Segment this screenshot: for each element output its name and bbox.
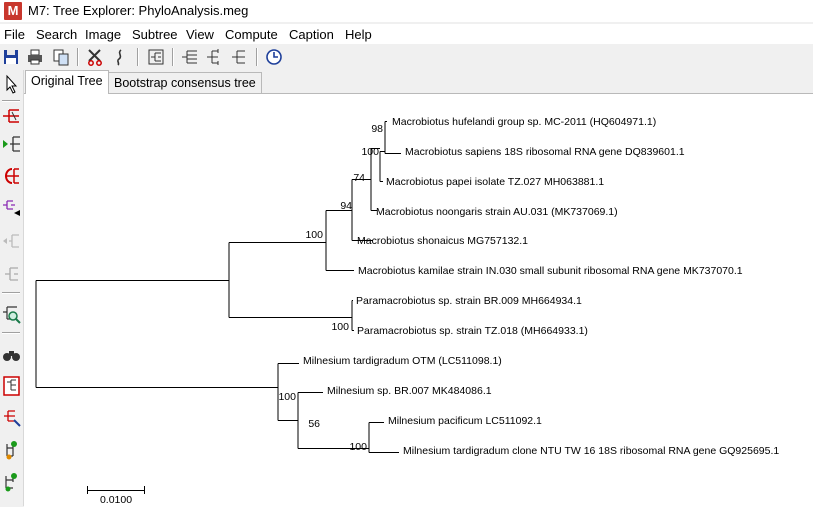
taxon-label[interactable]: Paramacrobiotus sp. strain BR.009 MH6649… xyxy=(356,295,582,307)
taxon-label[interactable]: Milnesium pacificum LC511092.1 xyxy=(388,415,542,427)
macro-98-branch xyxy=(384,121,401,154)
toolbar-separator xyxy=(256,48,258,66)
binoculars-icon[interactable] xyxy=(1,343,22,367)
tab-original-tree[interactable]: Original Tree xyxy=(25,70,109,94)
taxon-label[interactable]: Macrobiotus papei isolate TZ.027 MH06388… xyxy=(386,176,604,188)
bootstrap-value: 100 xyxy=(305,229,323,241)
print-icon[interactable] xyxy=(25,47,45,67)
taxon-label[interactable]: Macrobiotus hufelandi group sp. MC-2011 … xyxy=(392,116,656,128)
cursor-icon[interactable] xyxy=(1,72,22,96)
taxon-label[interactable]: Milnesium tardigradum clone NTU TW 16 18… xyxy=(403,445,779,457)
menu-search[interactable]: Search xyxy=(36,27,78,42)
bootstrap-value: 100 xyxy=(278,391,296,403)
bootstrap-value: 100 xyxy=(361,146,379,158)
macro-para-branch xyxy=(228,242,352,318)
macro-74-branch xyxy=(370,148,380,211)
menu-compute[interactable]: Compute xyxy=(225,27,278,42)
left-toolbar-separator xyxy=(2,100,20,102)
taxon-label[interactable]: Milnesium tardigradum OTM (LC511098.1) xyxy=(303,355,502,367)
left-toolbar xyxy=(0,70,24,506)
toolbar-separator xyxy=(172,48,174,66)
taxon-label[interactable]: Macrobiotus sapiens 18S ribosomal RNA ge… xyxy=(405,146,685,158)
branch-style-icon[interactable] xyxy=(1,470,22,494)
search-tree-icon[interactable] xyxy=(1,303,22,327)
cut-icon[interactable] xyxy=(85,47,105,67)
macro-94-branch xyxy=(351,179,373,241)
taxon-label[interactable]: Milnesium sp. BR.007 MK484086.1 xyxy=(327,385,492,397)
bootstrap-value: 74 xyxy=(353,172,365,184)
scale-bar-label: 0.0100 xyxy=(100,494,132,506)
flip-subtree-icon[interactable] xyxy=(1,104,22,128)
phylogenetic-tree[interactable]: Macrobiotus hufelandi group sp. MC-2011 … xyxy=(24,94,813,507)
tree-layout-icon[interactable] xyxy=(146,47,166,67)
tree-layout-disabled-icon[interactable] xyxy=(230,47,250,67)
bootstrap-values: 98 100 74 94 100 100 100 56 100 xyxy=(278,123,383,453)
menu-file[interactable]: File xyxy=(4,27,25,42)
taxon-label[interactable]: Macrobiotus kamilae strain IN.030 small … xyxy=(358,265,743,277)
tab-bootstrap-consensus-tree[interactable]: Bootstrap consensus tree xyxy=(108,72,262,93)
taxon-label[interactable]: Paramacrobiotus sp. strain TZ.018 (MH664… xyxy=(357,325,588,337)
tree-branches xyxy=(35,121,401,453)
taxon-label[interactable]: Macrobiotus shonaicus MG757132.1 xyxy=(357,235,528,247)
bootstrap-value: 94 xyxy=(340,200,352,212)
paramacrobiotus-branch xyxy=(351,300,354,331)
toolbar-separator xyxy=(77,48,79,66)
root-icon[interactable] xyxy=(1,164,22,188)
tree-layout-collapse-icon[interactable] xyxy=(205,47,225,67)
menu-bar: File Search Image Subtree View Compute C… xyxy=(0,24,813,44)
tree-canvas[interactable]: Macrobiotus hufelandi group sp. MC-2011 … xyxy=(24,93,813,507)
taxon-labels: Macrobiotus hufelandi group sp. MC-2011 … xyxy=(303,116,779,457)
menu-image[interactable]: Image xyxy=(85,27,122,42)
node-color-icon[interactable] xyxy=(1,438,22,462)
bootstrap-value: 100 xyxy=(331,321,349,333)
menu-subtree[interactable]: Subtree xyxy=(132,27,178,42)
menu-view[interactable]: View xyxy=(186,27,214,42)
left-toolbar-separator xyxy=(2,332,20,334)
milnesium-56-branch xyxy=(368,422,399,453)
title-bar: M M7: Tree Explorer: PhyloAnalysis.meg xyxy=(0,0,813,22)
tree-layout-expand-icon[interactable] xyxy=(180,47,200,67)
scale-bar: 0.0100 xyxy=(87,486,145,506)
copy-icon[interactable] xyxy=(51,47,71,67)
milnesium-branch xyxy=(277,363,299,421)
macrobiotus-branch xyxy=(325,210,354,271)
toolbar-separator xyxy=(137,48,139,66)
bootstrap-value: 56 xyxy=(308,418,320,430)
root-branch xyxy=(35,280,278,388)
tab-strip: Original Tree Bootstrap consensus tree xyxy=(24,70,813,94)
caption-icon[interactable] xyxy=(1,374,22,398)
app-logo-icon: M xyxy=(4,2,22,20)
add-subtree-icon[interactable] xyxy=(264,47,284,67)
toolbar xyxy=(0,44,813,70)
save-icon[interactable] xyxy=(1,47,21,67)
bootstrap-value: 98 xyxy=(371,123,383,135)
swap-branch-icon[interactable] xyxy=(1,132,22,156)
edit-caption-icon[interactable] xyxy=(1,406,22,430)
left-toolbar-separator xyxy=(2,292,20,294)
compress-subtree-icon[interactable] xyxy=(1,197,22,221)
disabled-branch-icon[interactable] xyxy=(1,262,22,286)
find-icon[interactable] xyxy=(110,47,130,67)
disabled-subtree-icon[interactable] xyxy=(1,229,22,253)
menu-caption[interactable]: Caption xyxy=(289,27,334,42)
taxon-label[interactable]: Macrobiotus noongaris strain AU.031 (MK7… xyxy=(376,206,618,218)
menu-help[interactable]: Help xyxy=(345,27,372,42)
window-title: M7: Tree Explorer: PhyloAnalysis.meg xyxy=(28,3,249,18)
milnesium-100-branch xyxy=(297,392,369,449)
macro-100-branch xyxy=(379,151,385,182)
scale-bar-line xyxy=(87,486,145,494)
bootstrap-value: 100 xyxy=(349,441,367,453)
